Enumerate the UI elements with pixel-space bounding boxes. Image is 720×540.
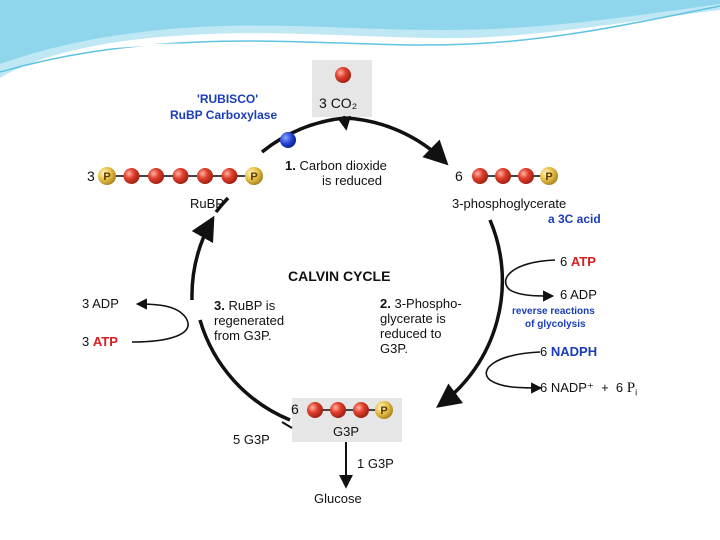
atp-left-text: ATP (92, 334, 118, 349)
header-wave-band (0, 0, 720, 64)
carbon-atom-icon (123, 168, 140, 184)
adp-atp-left-arrow (131, 298, 189, 343)
adp-right-label: 6 ADP (560, 287, 597, 302)
adp-left-text: ADP (92, 296, 119, 311)
step2-line3: reduced to (380, 326, 442, 341)
adp-right-text: ADP (570, 287, 597, 302)
co2-formula: CO₂ (330, 95, 358, 111)
g3p-return-arrow (281, 421, 293, 429)
carbon-atom-icon (472, 168, 488, 184)
header-wave-line-2 (79, 43, 331, 51)
rubisco-subtitle: RuBP Carboxylase (170, 108, 278, 122)
g3p-label: G3P (333, 424, 360, 439)
pi-count: 6 (615, 380, 624, 395)
phosphate-symbol: P (103, 171, 110, 183)
step1-line1: Carbon dioxide (299, 158, 387, 173)
step3-label: 3. RuBP is regenerated from G3P. (214, 298, 284, 343)
atp-left-count: 3 (82, 334, 90, 349)
carbon-atom-icon (518, 168, 534, 184)
atp-left-label: 3 ATP (82, 334, 118, 349)
carbon-atom-icon (330, 402, 346, 418)
cycle-arc-left-end (214, 196, 230, 214)
adp-left-label: 3 ADP (82, 296, 119, 311)
phosphate-icon (375, 401, 393, 419)
step3-line1: RuBP is (228, 298, 276, 313)
pga-count: 6 (455, 168, 463, 184)
atp-adp-right-arrow (504, 259, 556, 302)
phosphate-symbol: P (545, 171, 552, 183)
step2-line4: G3P. (380, 341, 408, 356)
nadp-text: 6 NADP⁺ (540, 380, 594, 395)
step3-line2: regenerated (214, 313, 285, 328)
atp-right-count: 6 (560, 254, 568, 269)
atp-right-label: 6 ATP (560, 254, 596, 269)
phosphate-icon (98, 167, 116, 185)
co2-label: 3 CO₂ (319, 95, 357, 111)
step2-line2: glycerate is (380, 311, 446, 326)
nadp-plus: + (601, 380, 609, 395)
cycle-title: CALVIN CYCLE (288, 268, 391, 284)
rubisco-enzyme-icon (280, 132, 296, 148)
g3p-count: 6 (291, 401, 299, 417)
step2-number: 2. (380, 296, 391, 311)
carbon-atom-icon (172, 168, 189, 184)
step2-label: 2. 3-Phospho- glycerate is reduced to G3… (380, 296, 462, 356)
header-wave-decoration (0, 0, 720, 78)
carbon-atom-icon (197, 168, 213, 184)
co2-count: 3 (319, 95, 327, 111)
nadph-text: NADPH (550, 344, 598, 359)
cycle-arc-upper-left (260, 116, 346, 154)
phosphate-icon (540, 167, 558, 185)
cycle-arc-top (344, 116, 449, 166)
carbon-atom-icon (221, 168, 238, 184)
atp-right-text: ATP (570, 254, 596, 269)
step1-label: 1. Carbon dioxide is reduced (285, 158, 387, 188)
carbon-atom-icon (353, 402, 369, 418)
nadp-label: 6 NADP⁺ + 6 Pi (540, 380, 637, 398)
reverse-note-line1: reverse reactions (512, 306, 595, 317)
cycle-arc-right (436, 219, 505, 408)
cycle-arc-bottom-left (198, 319, 291, 422)
step3-number: 3. (214, 298, 225, 313)
nadph-count: 6 (540, 344, 548, 359)
phosphate-icon (245, 167, 263, 185)
rubp-count: 3 (87, 168, 95, 184)
nadph-nadp-arrow (485, 351, 543, 394)
cycle-arc-left (190, 215, 215, 301)
molecule-group: P P P P (98, 167, 558, 419)
nadph-label: 6 NADPH (540, 344, 597, 359)
pga-sublabel: a 3C acid (548, 212, 601, 226)
reverse-note-line2: of glycolysis (525, 319, 586, 330)
rubisco-label: 'RUBISCO' (197, 92, 259, 106)
step3-line3: from G3P. (214, 328, 272, 343)
carbon-atom-icon (495, 168, 511, 184)
phosphate-symbol: P (250, 171, 257, 183)
pi-subscript: i (635, 387, 638, 398)
g3p-recycled-label: 5 G3P (233, 432, 270, 447)
g3p-out-label: 1 G3P (357, 456, 394, 471)
pi-symbol: P (626, 380, 636, 396)
carbon-atom-icon (148, 168, 164, 184)
header-wave-line (0, 5, 720, 73)
step1-line2: is reduced (322, 173, 382, 188)
glucose-label: Glucose (314, 491, 362, 506)
step1-number: 1. (285, 158, 296, 173)
phosphate-symbol: P (380, 405, 387, 417)
rubp-label: RuBP (190, 196, 224, 211)
adp-left-count: 3 (82, 296, 90, 311)
pga-label: 3-phosphoglycerate (452, 196, 567, 211)
co2-entry-arrow (337, 115, 352, 131)
carbon-atom-icon (307, 402, 323, 418)
step2-line1: 3-Phospho- (394, 296, 462, 311)
carbon-atom-icon (335, 67, 351, 83)
adp-right-count: 6 (560, 287, 568, 302)
